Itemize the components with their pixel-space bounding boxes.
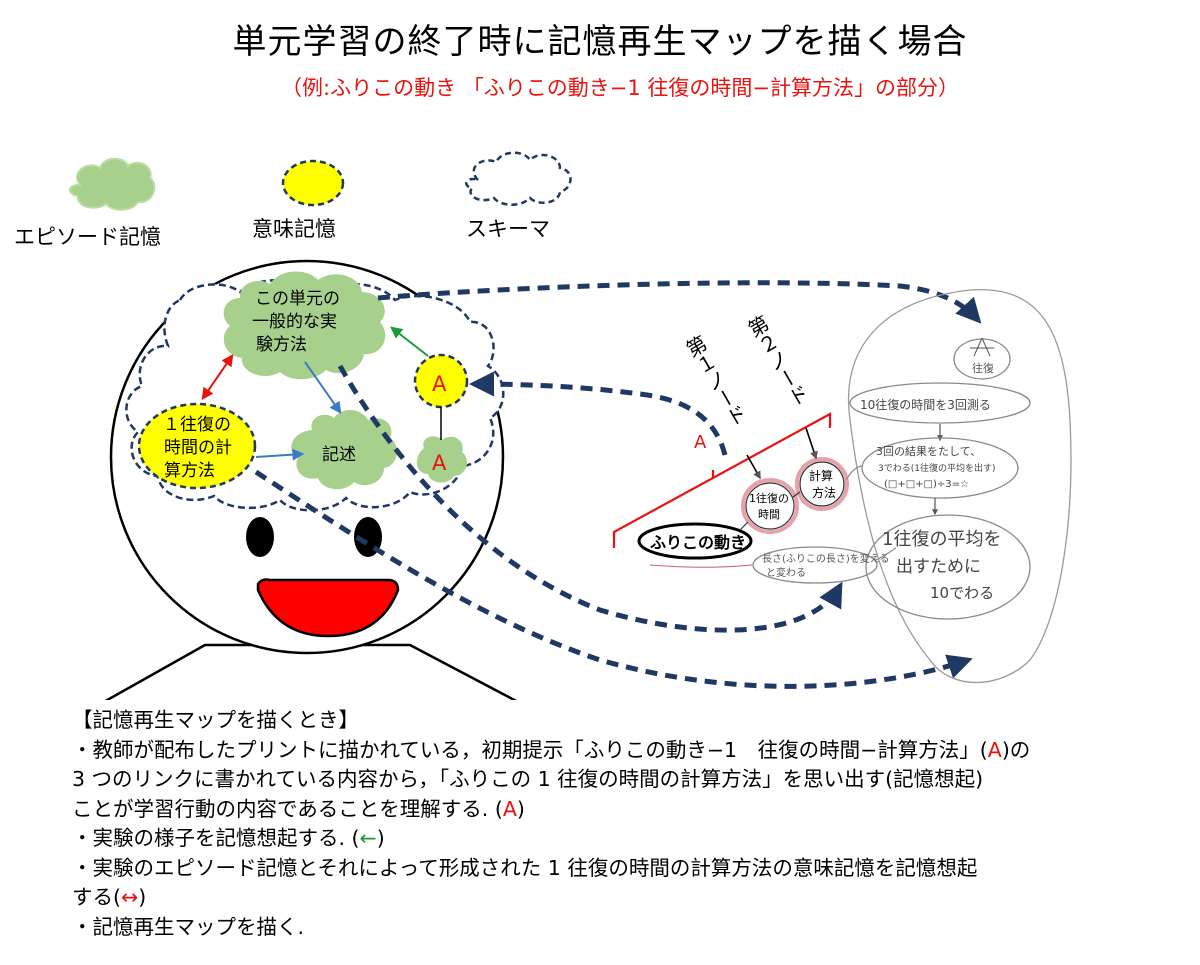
episode-node-a-label: A (432, 451, 447, 475)
notes-line-3: ことが学習行動の内容であることを理解する. (A) (72, 796, 525, 821)
map-node-oufuku-line1: 1往復の (749, 491, 789, 505)
general-method-line1: この単元の (255, 289, 340, 309)
calc-method-line1: １往復の (163, 415, 231, 435)
map-link-oufuku-keisan (792, 491, 801, 498)
arrow-general-to-bottom (337, 364, 843, 633)
arrow-a-from-map (469, 371, 728, 456)
legend-episode-cloud (69, 157, 156, 211)
map-node-result-line2: 3でわる(1往復の平均を出す) (878, 462, 995, 474)
description-label: 記述 (322, 445, 356, 465)
calc-method-line3: 算方法 (164, 461, 215, 481)
map-link-keisan-result (845, 465, 863, 481)
general-method-line2: 一般的な実 (252, 312, 337, 332)
map-node-oufuku-line2: 時間 (758, 508, 780, 521)
map-a-marker: A (694, 432, 707, 453)
map-node-oufuku (741, 478, 799, 534)
map-node-keisan-line1: 計算 (809, 468, 833, 483)
map-link-nagasa-oval (875, 547, 897, 561)
notes-line-4: ・実験の様子を記憶想起する. (←) (72, 826, 385, 850)
link-calc-general-red (201, 354, 234, 400)
legend-semantic-circle (281, 159, 345, 207)
notes-line-6: する(↔) (72, 885, 147, 909)
legend-episode-label: エピソード記憶 (14, 225, 161, 249)
map-node-keisan-inner (799, 461, 845, 507)
map-node-average-line3: 10でわる (930, 584, 994, 602)
semantic-calc-method (137, 402, 257, 490)
legend-schema-cloud (465, 151, 572, 206)
page-subtitle: （例:ふりこの動き 「ふりこの動き−1 往復の時間−計算方法」の部分） (281, 76, 959, 100)
legend-semantic-label: 意味記憶 (252, 217, 336, 241)
link-general-description (304, 361, 342, 414)
map-node1-pointer (746, 454, 761, 480)
legend: エピソード記憶 意味記憶 スキーマ (14, 151, 572, 249)
map-pendulum-sketch (970, 337, 994, 357)
map-node-average-line1: 1往復の平均を (882, 529, 1001, 550)
map-node-average-line2: 出すために (896, 557, 981, 577)
map-outer-oval (847, 289, 1072, 684)
notes-heading: 【記憶再生マップを描くとき】 (72, 708, 359, 732)
link-a-general-green (390, 326, 429, 357)
map-node-nagasa-line2: と変わる (766, 566, 806, 579)
map-node-center-label: ふりこの動き (650, 533, 746, 552)
notes-line-7: ・記憶再生マップを描く. (72, 914, 305, 939)
map-node2-pointer (805, 427, 818, 460)
calc-method-line2: 時間の計 (164, 438, 232, 458)
arrow-general-to-top (377, 280, 982, 324)
arrow-calc-to-right (254, 469, 973, 689)
mouth (256, 578, 400, 638)
map-node-measure-label: 10往復の時間を3回測る (860, 397, 991, 412)
link-calc-description (255, 448, 305, 461)
notes-line-1: ・教師が配布したプリントに描かれている，初期提示「ふりこの動き−1 往復の時間−… (72, 737, 1031, 762)
map-node2-label: 第２ノード (741, 312, 812, 411)
general-method-line3: 験方法 (256, 335, 307, 355)
map-node-result (861, 437, 1019, 499)
episode-general-method (223, 271, 386, 380)
map-red-bracket (612, 412, 832, 548)
map-link-center-oufuku (739, 521, 749, 531)
map-node1-label: 第１ノード (679, 332, 750, 431)
notes-line-5: ・実験のエピソード記憶とそれによって形成された 1 往復の時間の計算方法の意味記… (72, 855, 978, 880)
page-title: 単元学習の終了時に記憶再生マップを描く場合 (232, 22, 968, 62)
semantic-node-a-label: A (432, 372, 447, 396)
map-node-average (865, 514, 1031, 620)
map-node-center (637, 522, 753, 560)
memory-diagram: エピソード記憶 意味記憶 スキーマ この単元の 一般的な実 験方法 記述 １往復… (14, 151, 1072, 700)
legend-schema-label: スキーマ (466, 217, 550, 241)
recall-map: 往復 10往復の時間を3回測る 3回の結果をたして、 3でわる(1往復の平均を出… (612, 289, 1072, 684)
map-link-center-nagasa (649, 564, 753, 568)
head-figure: この単元の 一般的な実 験方法 記述 １往復の 時間の計 算方法 A A (104, 259, 517, 700)
notes-section: 【記憶再生マップを描くとき】 ・教師が配布したプリントに描かれている，初期提示「… (72, 706, 1187, 942)
notes-line-2: 3 つのリンクに書かれている内容から，「ふりこの 1 往復の時間の計算方法」を思… (72, 767, 984, 791)
map-node-oufuku-inner (745, 482, 795, 530)
left-eye (246, 517, 274, 557)
map-node-result-line3: (□+□+□)÷3=☆ (884, 479, 969, 490)
map-node-keisan-line2: 方法 (812, 485, 836, 500)
map-node-top-label: 往復 (972, 361, 994, 375)
map-node-nagasa (752, 546, 878, 584)
recall-arrows (254, 280, 982, 689)
map-node-measure (849, 382, 1031, 424)
map-node-keisan (795, 457, 849, 511)
map-node-nagasa-line1: 長さ(ふりこの長さ)を変える (762, 552, 890, 565)
episode-description (291, 409, 398, 490)
episode-node-a (416, 436, 468, 483)
map-node-result-line1: 3回の結果をたして、 (876, 444, 981, 458)
